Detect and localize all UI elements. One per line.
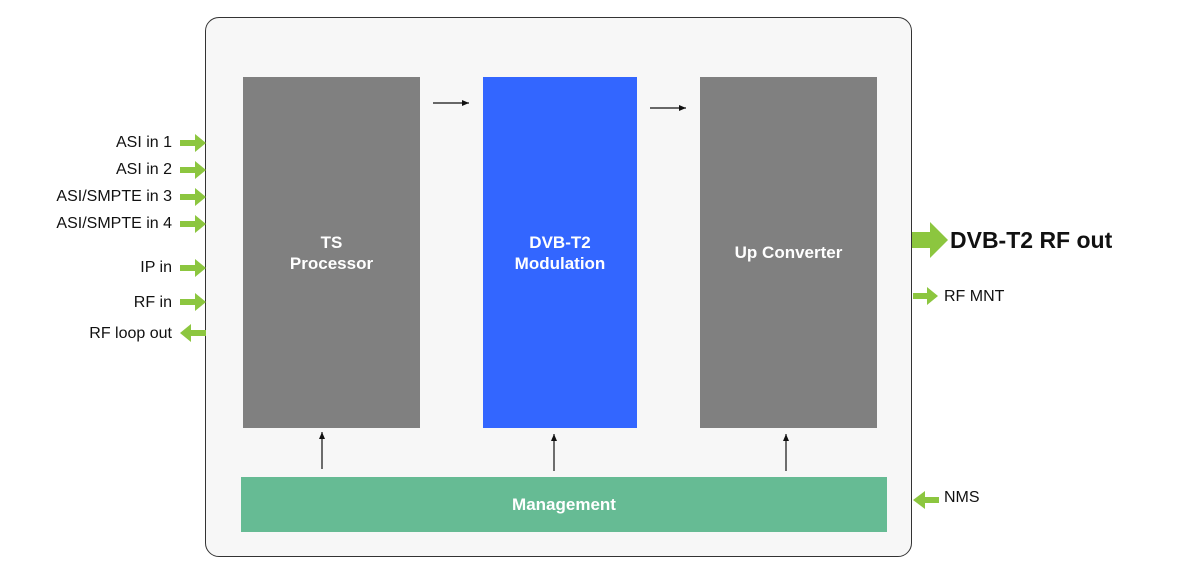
output-label-rf-mnt: RF MNT	[944, 288, 1005, 305]
up-converter-block: Up Converter	[700, 77, 877, 428]
input-label-ip: IP in	[140, 259, 172, 276]
dvb-t2-modulation-block: DVB-T2 Modulation	[483, 77, 637, 428]
input-label-asi-smpte-3: ASI/SMPTE in 3	[56, 188, 172, 205]
ts-processor-block: TS Processor	[243, 77, 420, 428]
output-label-dvb-t2-rf: DVB-T2 RF out	[950, 227, 1113, 253]
arrow-icon-rf-loop-out	[180, 324, 206, 342]
arrow-icon-dvb-t2-rf-out	[912, 222, 948, 258]
arrow-icon-ip	[180, 259, 206, 277]
input-label-nms: NMS	[944, 489, 980, 506]
output-label-rf-loop: RF loop out	[89, 325, 172, 342]
arrow-icon-rf-mnt	[913, 287, 938, 305]
input-label-asi-smpte-4: ASI/SMPTE in 4	[56, 215, 172, 232]
arrow-icon-rf-in	[180, 293, 206, 311]
arrow-icon-asi-1	[180, 134, 206, 152]
arrow-icon-asi-smpte-3	[180, 188, 206, 206]
management-block: Management	[241, 477, 887, 532]
arrow-icon-nms	[913, 491, 939, 509]
input-label-rf: RF in	[133, 294, 172, 311]
input-label-asi-1: ASI in 1	[115, 134, 172, 151]
arrow-icon-asi-smpte-4	[180, 215, 206, 233]
arrow-icon-asi-2	[180, 161, 206, 179]
input-label-asi-2: ASI in 2	[115, 161, 172, 178]
